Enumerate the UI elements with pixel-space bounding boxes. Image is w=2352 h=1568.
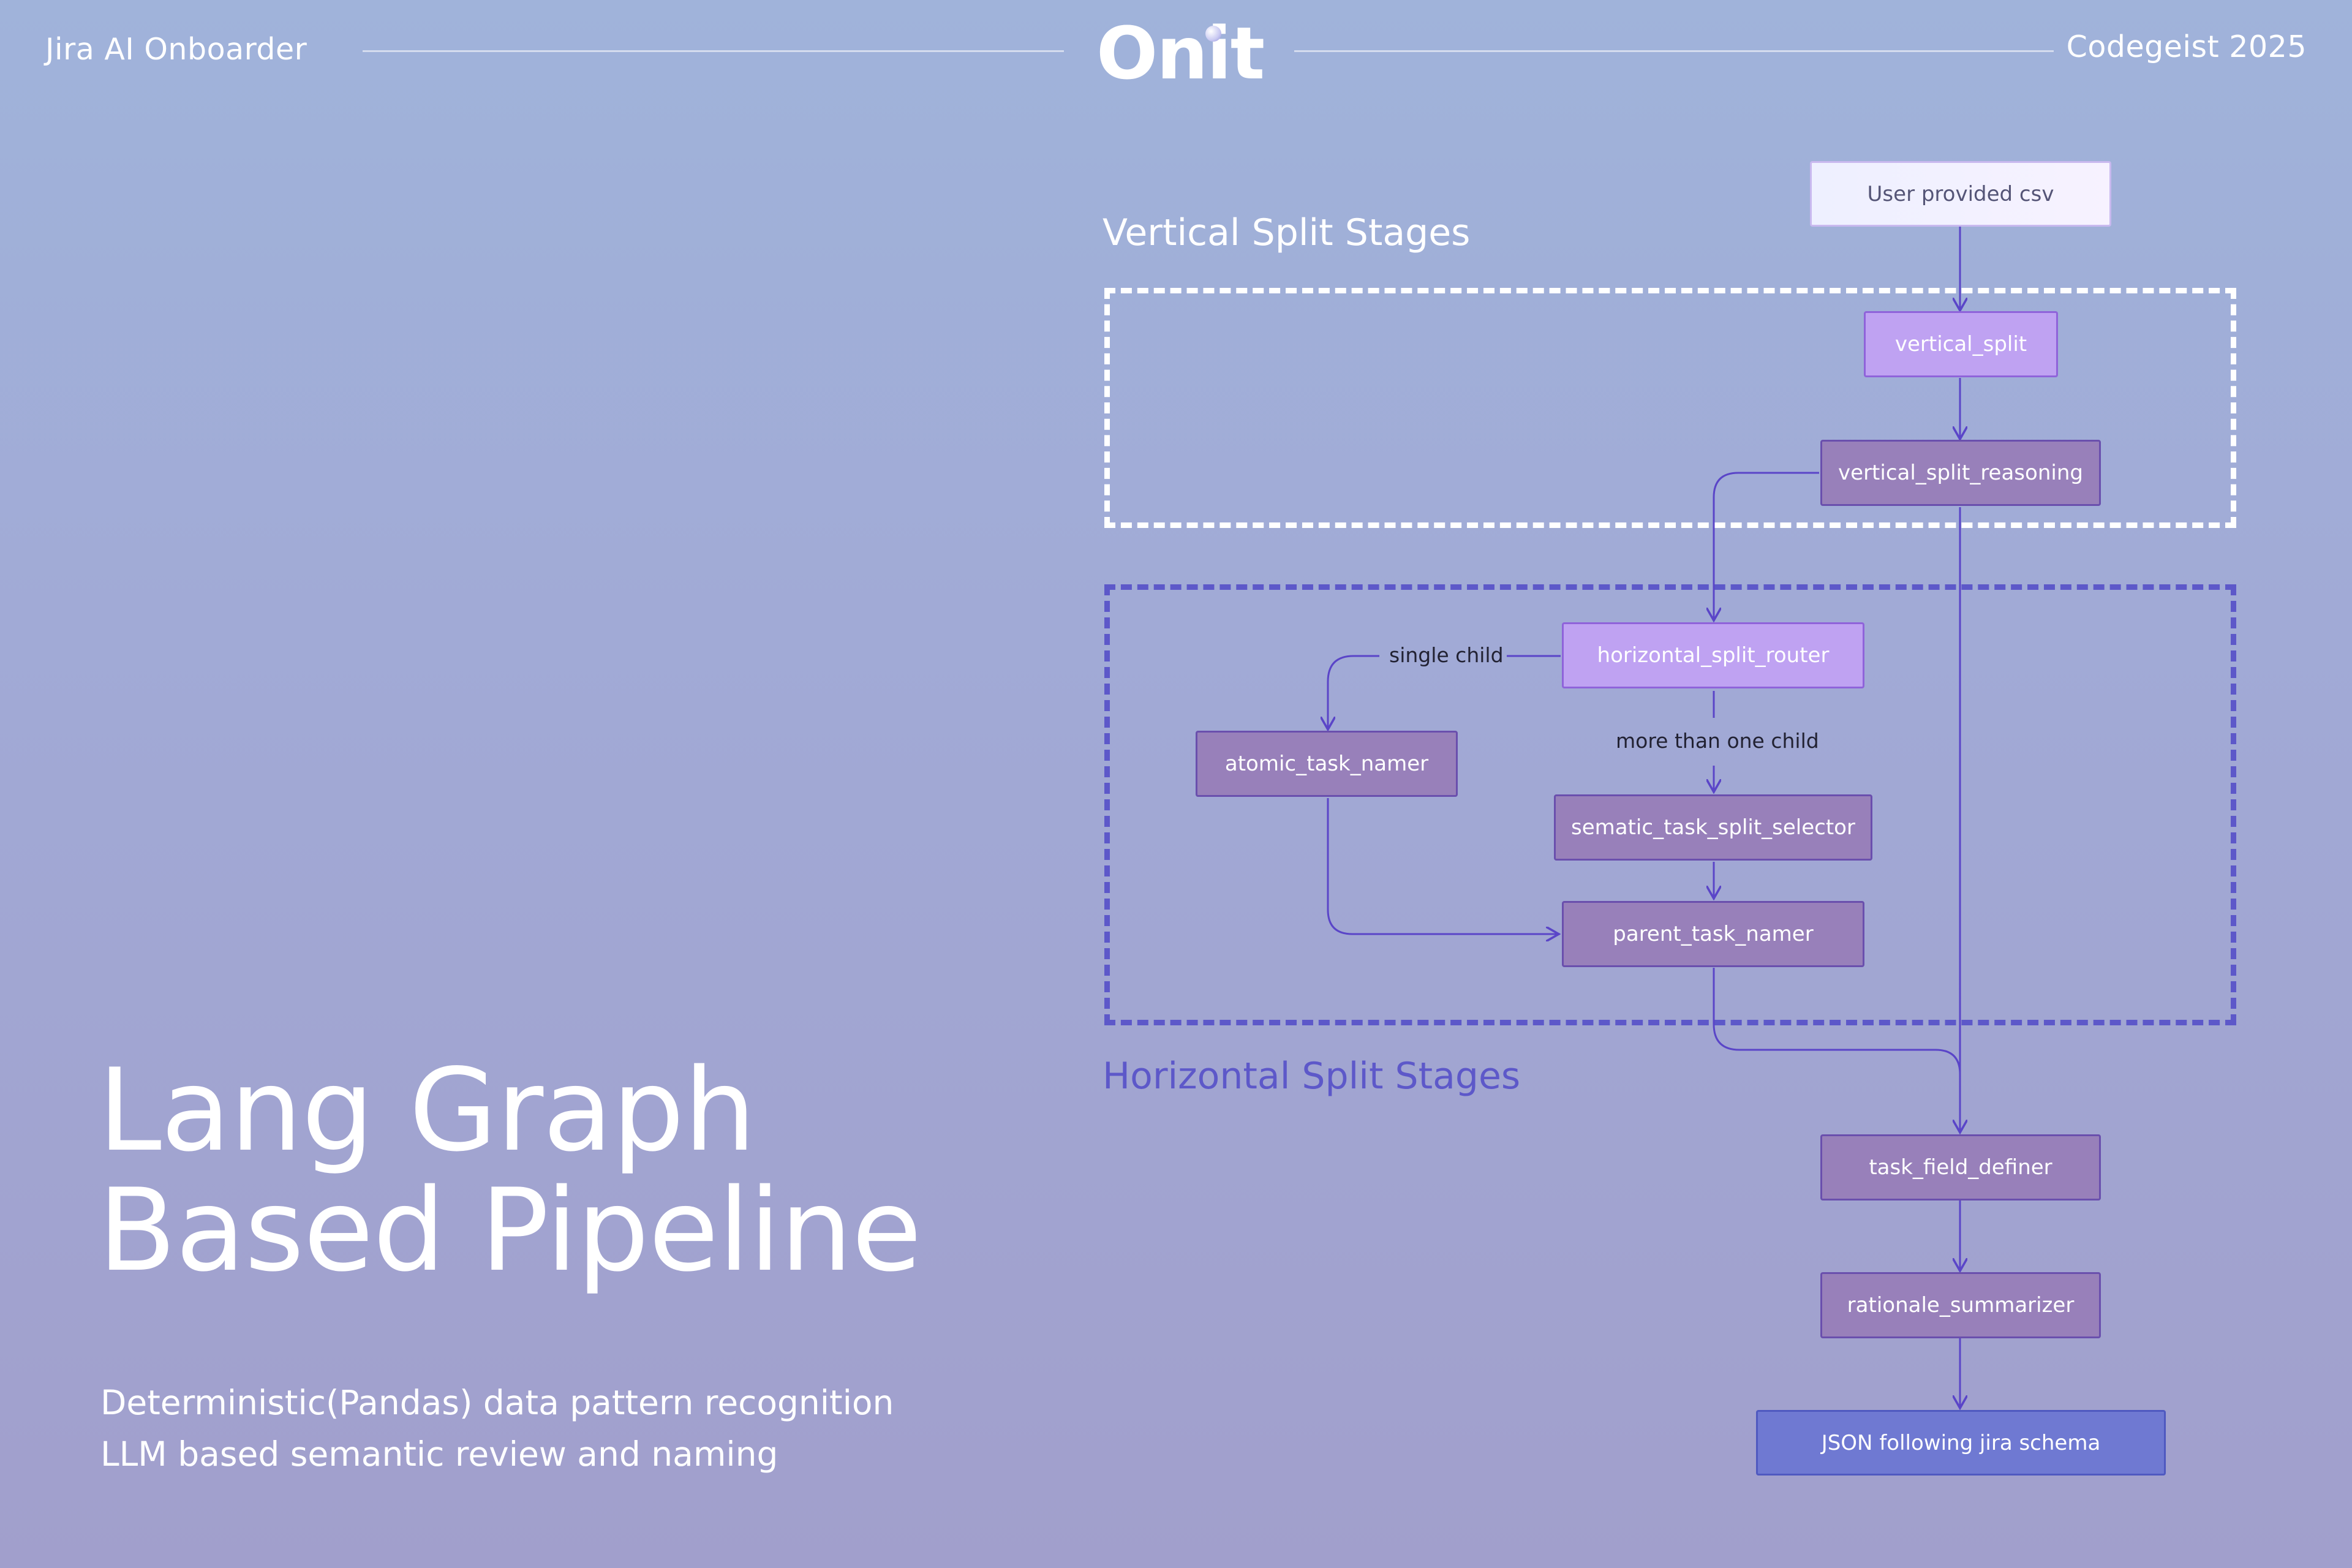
node-label: horizontal_split_router xyxy=(1597,643,1830,668)
node-label: vertical_split_reasoning xyxy=(1838,461,2083,485)
edge-reasoning-to-router xyxy=(1714,472,1819,619)
hero-title: Lang Graph Based Pipeline xyxy=(98,1044,922,1297)
node-json-output: JSON following jira schema xyxy=(1756,1410,2166,1476)
logo-dot-icon xyxy=(1205,26,1221,42)
edge-atomic-to-parent xyxy=(1327,798,1557,934)
node-user-provided-csv: User provided csv xyxy=(1810,161,2111,227)
node-label: vertical_split xyxy=(1894,332,2027,356)
node-rationale-summarizer: rationale_summarizer xyxy=(1820,1272,2101,1338)
horizontal-split-stages-label: Horizontal Split Stages xyxy=(1102,1055,1521,1098)
hero-subtitle-line-2: LLM based semantic review and naming xyxy=(100,1434,778,1474)
node-vertical-split-reasoning: vertical_split_reasoning xyxy=(1820,440,2101,506)
vertical-split-region xyxy=(1104,288,2236,528)
node-semantic-task-split-selector: sematic_task_split_selector xyxy=(1554,794,1872,861)
node-label: sematic_task_split_selector xyxy=(1571,815,1855,840)
edge-single-child-to-atomic xyxy=(1328,655,1379,728)
edge-label-more-than-one-child: more than one child xyxy=(1616,729,1819,753)
node-parent-task-namer: parent_task_namer xyxy=(1562,901,1864,967)
hero-title-line-2: Based Pipeline xyxy=(98,1164,922,1297)
hero-subtitle-line-1: Deterministic(Pandas) data pattern recog… xyxy=(100,1383,894,1422)
app-name: Jira AI Onboarder xyxy=(45,32,307,67)
horizontal-split-region xyxy=(1104,584,2236,1025)
node-atomic-task-namer: atomic_task_namer xyxy=(1196,731,1458,797)
node-label: parent_task_namer xyxy=(1613,922,1814,946)
node-label: JSON following jira schema xyxy=(1821,1430,2101,1455)
node-task-field-definer: task_field_definer xyxy=(1820,1134,2101,1200)
edge-label-single-child: single child xyxy=(1389,643,1504,667)
header-divider-right xyxy=(1294,50,2054,52)
node-label: task_field_definer xyxy=(1869,1155,2052,1180)
node-label: atomic_task_namer xyxy=(1224,752,1429,776)
node-vertical-split: vertical_split xyxy=(1864,311,2058,377)
hero-subtitle: Deterministic(Pandas) data pattern recog… xyxy=(100,1377,894,1480)
header-divider-left xyxy=(363,50,1064,52)
event-name: Codegeist 2025 xyxy=(2066,29,2307,64)
node-label: rationale_summarizer xyxy=(1847,1293,2075,1317)
edge-parent-to-field-definer xyxy=(1713,968,1961,1075)
hero-title-line-1: Lang Graph xyxy=(98,1044,756,1177)
vertical-split-stages-label: Vertical Split Stages xyxy=(1102,211,1471,254)
node-horizontal-split-router: horizontal_split_router xyxy=(1562,622,1864,688)
node-label: User provided csv xyxy=(1867,181,2054,206)
onit-logo: Onit xyxy=(1096,11,1265,96)
